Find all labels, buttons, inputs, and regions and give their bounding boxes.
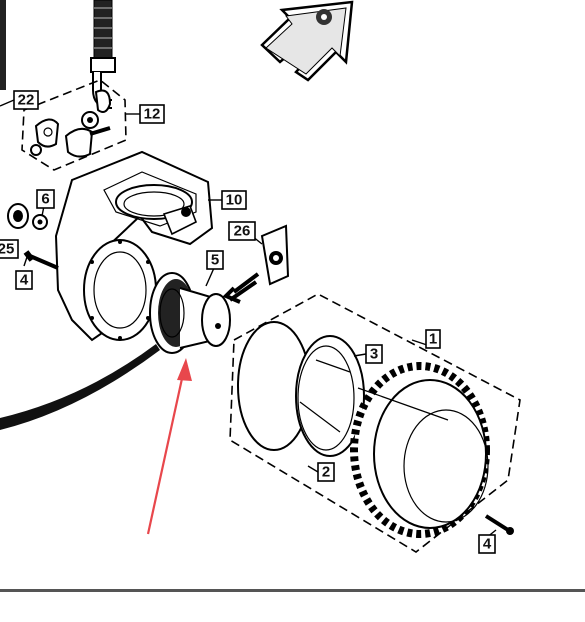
callout-10-label: 10 — [226, 192, 243, 209]
callout-6: 6 — [36, 189, 55, 209]
callout-25-label: 25 — [0, 241, 14, 258]
callout-3: 3 — [365, 344, 383, 364]
callout-22-label: 22 — [18, 92, 35, 109]
callout-25: 25 — [0, 239, 19, 259]
wheel-hub — [149, 272, 231, 354]
assembly-direction-arrow — [222, 272, 260, 304]
callout-5-label: 5 — [211, 252, 219, 269]
callout-2: 2 — [317, 462, 335, 482]
drive-belt — [0, 344, 160, 430]
callout-26-label: 26 — [234, 223, 251, 240]
callout-4-right: 4 — [478, 534, 496, 554]
washer-bolt-set — [7, 203, 59, 270]
hydraulic-hose — [90, 0, 116, 109]
front-direction-arrow-icon — [260, 0, 354, 82]
callout-10: 10 — [221, 190, 247, 210]
red-annotation-arrow — [146, 358, 192, 535]
fitting-parts — [30, 89, 112, 158]
callout-1-label: 1 — [429, 331, 437, 348]
wheel-tire — [350, 362, 490, 538]
callout-4-right-label: 4 — [483, 536, 492, 553]
callout-2-label: 2 — [322, 464, 330, 481]
callout-22: 22 — [13, 90, 39, 110]
nut-fitting — [260, 224, 290, 286]
bottom-divider — [0, 589, 585, 592]
callout-5: 5 — [206, 250, 224, 270]
callout-26: 26 — [228, 221, 256, 241]
callout-6-label: 6 — [41, 191, 49, 208]
steering-housing — [54, 150, 214, 342]
callout-4-left-label: 4 — [20, 272, 29, 289]
callout-1: 1 — [425, 329, 441, 349]
bottom-bolt — [484, 514, 510, 532]
kit-12-outline — [21, 79, 127, 171]
left-hose-stub — [0, 0, 6, 90]
callout-3-label: 3 — [370, 346, 378, 363]
callout-4-left: 4 — [15, 270, 33, 290]
wheel-rim — [237, 321, 365, 457]
callout-12: 12 — [139, 104, 165, 124]
callout-12-label: 12 — [144, 106, 161, 123]
